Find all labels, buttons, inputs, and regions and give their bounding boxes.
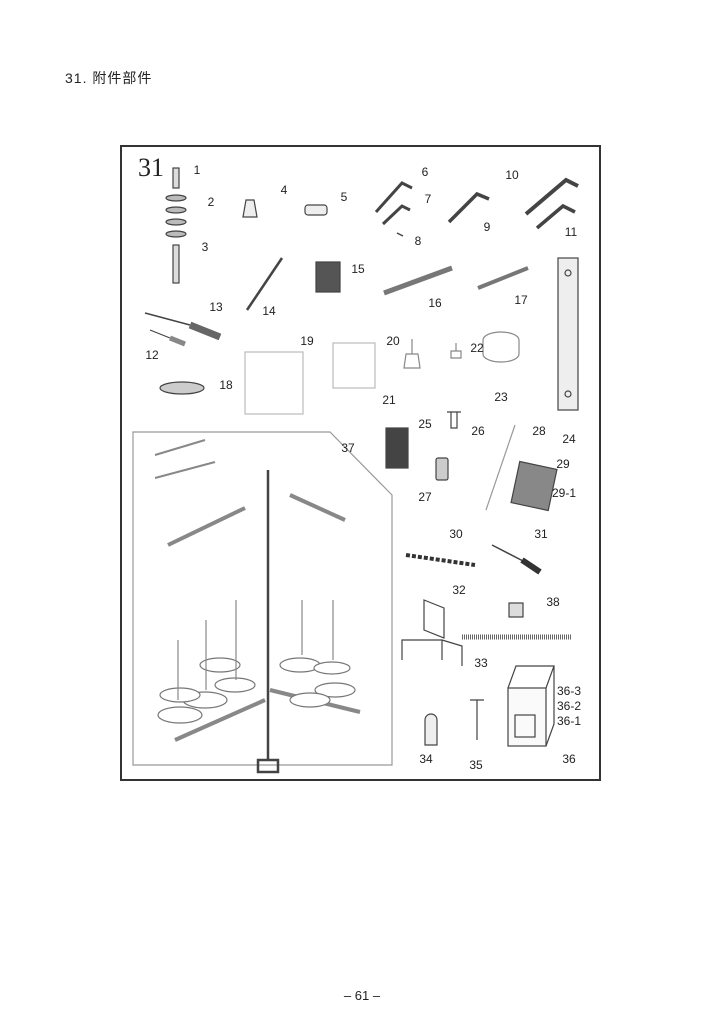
part-label: 3	[201, 240, 209, 254]
part-label: 25	[418, 417, 432, 431]
part-label: 36-2	[556, 699, 582, 713]
part-label: 30	[449, 527, 463, 541]
part-label: 7	[424, 192, 432, 206]
section-title: 31. 附件部件	[65, 70, 153, 86]
part-label: 36-3	[556, 684, 582, 698]
part-label: 17	[514, 293, 528, 307]
page-number: – 61 –	[343, 988, 381, 1003]
part-label: 1	[193, 163, 201, 177]
part-label: 34	[419, 752, 433, 766]
part-label: 22	[470, 341, 484, 355]
part-label: 29	[556, 457, 570, 471]
part-label: 36	[562, 752, 576, 766]
figure-number: 31	[138, 153, 164, 182]
part-label: 16	[428, 296, 442, 310]
part-label: 8	[414, 234, 422, 248]
part-label: 14	[262, 304, 276, 318]
part-label: 11	[564, 225, 578, 239]
part-label: 23	[494, 390, 508, 404]
part-label: 2	[207, 195, 215, 209]
part-label: 37	[341, 441, 355, 455]
part-label: 29-1	[551, 486, 577, 500]
part-label: 36-1	[556, 714, 582, 728]
part-label: 38	[546, 595, 560, 609]
part-label: 6	[421, 165, 429, 179]
part-label: 24	[562, 432, 576, 446]
part-label: 15	[351, 262, 365, 276]
part-label: 20	[386, 334, 400, 348]
part-label: 18	[219, 378, 233, 392]
part-label: 13	[209, 300, 223, 314]
part-label: 27	[418, 490, 432, 504]
part-label: 21	[382, 393, 396, 407]
part-label: 35	[469, 758, 483, 772]
part-label: 31	[534, 527, 548, 541]
part-label: 32	[452, 583, 466, 597]
part-label: 33	[474, 656, 488, 670]
parts-diagram-frame	[120, 145, 601, 781]
part-label: 19	[300, 334, 314, 348]
part-label: 26	[471, 424, 485, 438]
part-label: 9	[483, 220, 491, 234]
part-label: 28	[532, 424, 546, 438]
part-label: 5	[340, 190, 348, 204]
part-label: 4	[280, 183, 288, 197]
part-label: 10	[505, 168, 519, 182]
stand-panel-outline	[132, 431, 393, 766]
part-label: 12	[145, 348, 159, 362]
